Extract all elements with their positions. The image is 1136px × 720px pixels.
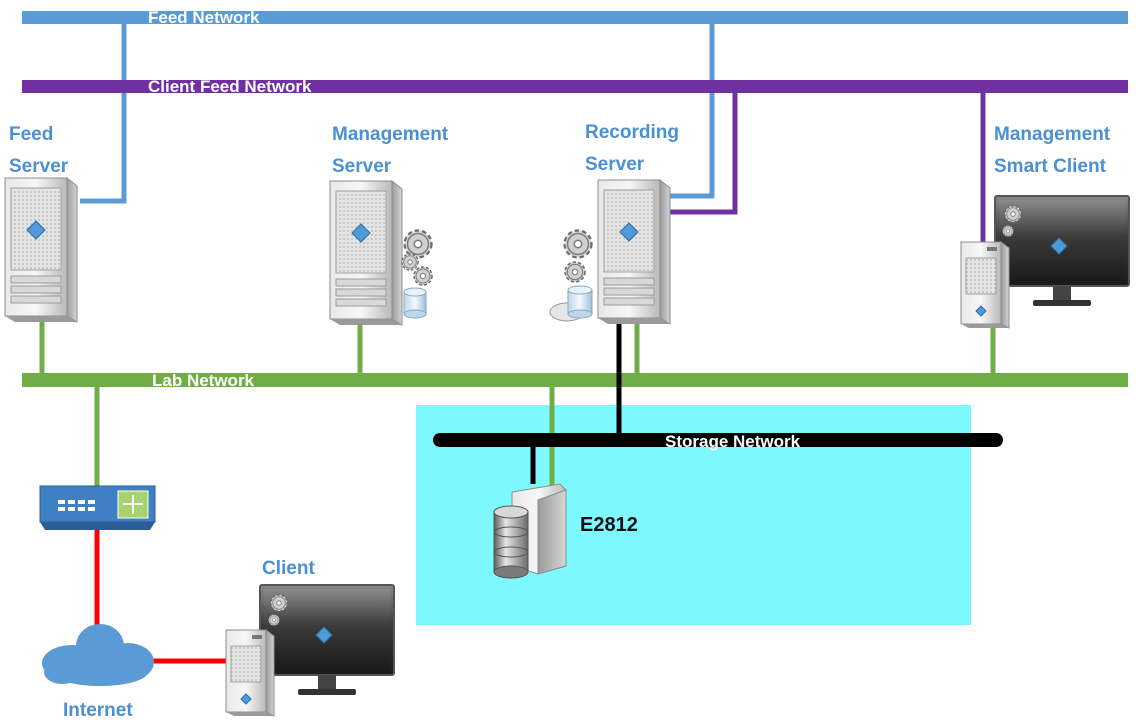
lab-network: Lab Network <box>22 371 1128 390</box>
management-server: Management Server <box>329 124 449 326</box>
server-tower-icon <box>225 629 275 717</box>
network-switch-icon <box>39 485 156 530</box>
server-tower-icon <box>597 179 671 325</box>
client-feed-links <box>670 93 986 248</box>
client: Client <box>225 558 395 717</box>
storage-network-label: Storage Network <box>665 432 801 451</box>
gears-icon <box>563 229 593 283</box>
database-icon <box>403 287 427 319</box>
client-label: Client <box>262 558 315 579</box>
storage-array-label: E2812 <box>580 514 638 536</box>
storage-array-icon <box>493 483 567 579</box>
management-server-label-2: Server <box>332 156 392 177</box>
cloud-icon <box>42 624 154 686</box>
server-tower-icon <box>960 241 1010 329</box>
server-tower-icon <box>329 180 403 326</box>
feed-server-label-1: Feed <box>9 124 53 145</box>
internet-links <box>94 530 226 664</box>
database-icon <box>549 285 593 322</box>
feed-server-label-2: Server <box>9 156 69 177</box>
internet-label: Internet <box>63 700 133 720</box>
recording-server: Recording Server <box>549 122 679 325</box>
feed-server: Feed Server <box>4 124 78 323</box>
feed-network-label: Feed Network <box>148 8 260 27</box>
smart-client-label-1: Management <box>994 124 1111 145</box>
management-server-label-1: Management <box>332 124 449 145</box>
lab-network-label: Lab Network <box>152 371 255 390</box>
feed-network: Feed Network <box>22 8 1128 27</box>
recording-server-label-2: Server <box>585 154 645 175</box>
server-tower-icon <box>4 177 78 323</box>
recording-server-label-1: Recording <box>585 122 679 143</box>
client-feed-network: Client Feed Network <box>22 77 1128 96</box>
management-smart-client: Management Smart Client <box>960 124 1130 329</box>
storage-network: Storage Network <box>433 318 1003 484</box>
smart-client-label-2: Smart Client <box>994 156 1107 177</box>
gears-icon <box>401 229 433 286</box>
client-feed-network-label: Client Feed Network <box>148 77 312 96</box>
